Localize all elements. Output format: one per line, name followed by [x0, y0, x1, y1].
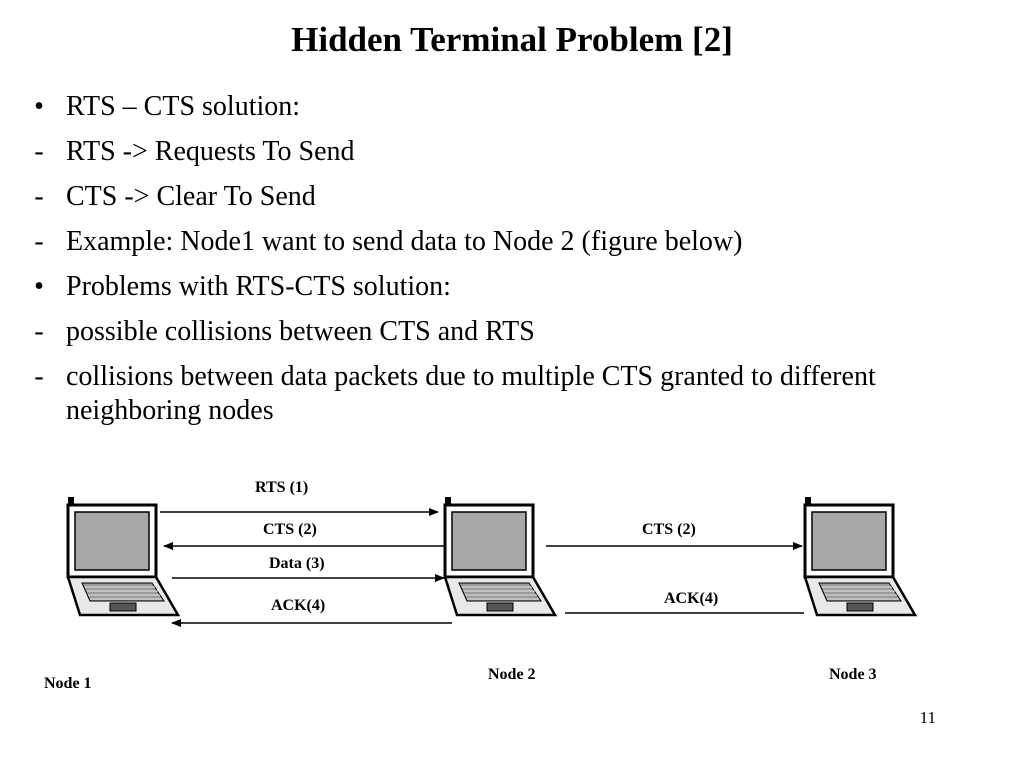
dash-marker: - — [34, 226, 44, 257]
laptop-icon — [66, 495, 180, 617]
bullet-text: possible collisions between CTS and RTS — [66, 316, 535, 347]
bullet-text: Problems with RTS-CTS solution: — [66, 271, 451, 302]
page-number: 11 — [919, 708, 936, 727]
ack-label-node1: ACK(4) — [271, 597, 326, 614]
bullet-item: • Problems with RTS-CTS solution: — [24, 270, 984, 304]
laptop-icon — [803, 495, 917, 617]
ack-label-node3: ACK(4) — [664, 590, 719, 607]
data-label: Data (3) — [269, 555, 325, 572]
bullet-marker: • — [34, 91, 44, 122]
bullet-item: - CTS -> Clear To Send — [24, 180, 984, 214]
bullet-item: • RTS – CTS solution: — [24, 90, 984, 124]
laptop-icon — [443, 495, 557, 617]
node-3-label: Node 3 — [829, 666, 877, 683]
node-1-label: Node 1 — [44, 675, 92, 692]
bullet-text: RTS -> Requests To Send — [66, 136, 355, 167]
bullet-marker: • — [34, 271, 44, 302]
slide-title: Hidden Terminal Problem [2] — [291, 20, 733, 59]
bullet-item: - possible collisions between CTS and RT… — [24, 315, 984, 349]
cts-label-node1: CTS (2) — [263, 521, 317, 538]
rts-cts-diagram: RTS (1) CTS (2) Data (3) ACK(4) CTS (2) … — [0, 460, 1024, 760]
diagram-svg — [66, 495, 917, 627]
bullet-text: RTS – CTS solution: — [66, 91, 301, 122]
bullet-item: - Example: Node1 want to send data to No… — [24, 225, 984, 259]
cts-label-node3: CTS (2) — [642, 521, 696, 538]
rts-label: RTS (1) — [255, 479, 309, 496]
bullet-text: collisions between data packets due to m… — [66, 361, 876, 426]
bullet-text: CTS -> Clear To Send — [66, 181, 316, 212]
bullet-item: - RTS -> Requests To Send — [24, 135, 984, 169]
bullet-text: Example: Node1 want to send data to Node… — [66, 226, 743, 257]
node-2-label: Node 2 — [488, 666, 536, 683]
bullet-item: - collisions between data packets due to… — [24, 360, 984, 428]
dash-marker: - — [34, 181, 44, 212]
dash-marker: - — [34, 136, 44, 167]
dash-marker: - — [34, 361, 44, 392]
bullet-list: • RTS – CTS solution: - RTS -> Requests … — [24, 90, 984, 439]
dash-marker: - — [34, 316, 44, 347]
